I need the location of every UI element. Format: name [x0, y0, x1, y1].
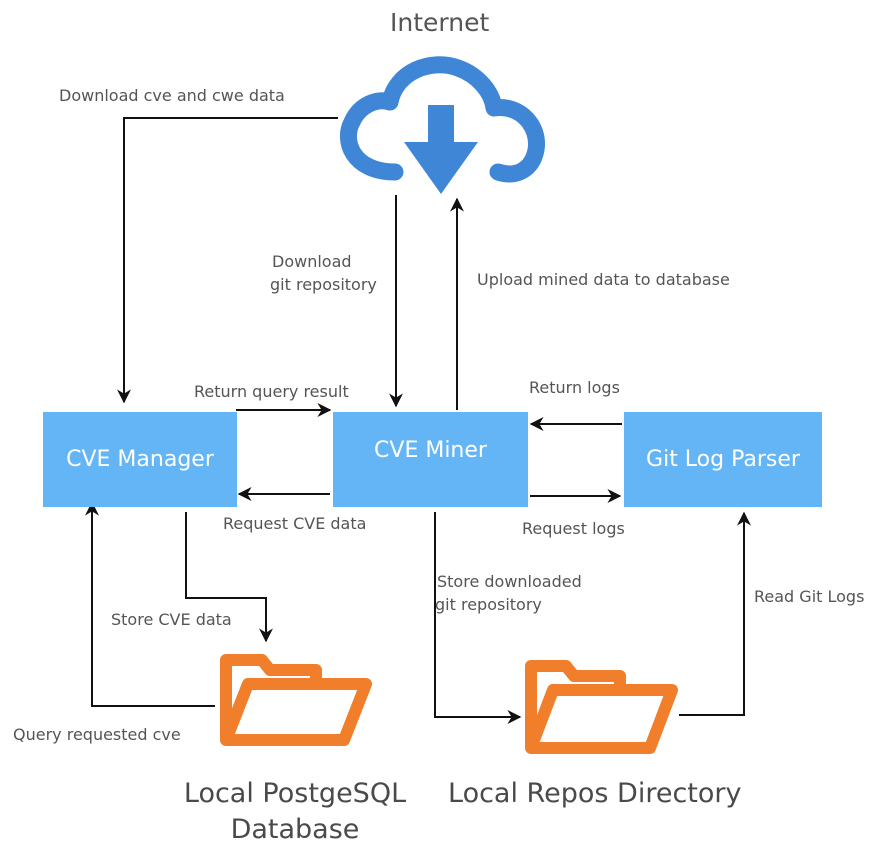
cve-manager-node: CVE Manager: [43, 412, 237, 507]
postgres-caption: Local PostgeSQL Database: [176, 776, 414, 848]
repos-caption: Local Repos Directory: [448, 778, 742, 809]
edge-label-store-repo-2: git repository: [435, 595, 542, 614]
cve-miner-node: CVE Miner: [333, 412, 528, 507]
edge-label-upload-mined: Upload mined data to database: [477, 270, 730, 289]
edge-query-cve: [85, 501, 215, 707]
cve-miner-label: CVE Miner: [374, 438, 487, 463]
edge-store-cve: [185, 512, 273, 643]
cve-manager-label: CVE Manager: [66, 447, 214, 472]
edge-label-return-logs: Return logs: [529, 378, 620, 397]
edge-label-store-cve: Store CVE data: [111, 610, 232, 629]
edge-label-request-logs: Request logs: [522, 519, 625, 538]
folder-icon-repos: [525, 660, 678, 754]
cloud-download-icon: [340, 56, 545, 194]
postgres-caption-line2: Database: [230, 814, 360, 845]
edge-store-repo: [434, 512, 522, 724]
git-log-parser-node: Git Log Parser: [624, 412, 822, 507]
edge-label-download-git-2: git repository: [270, 275, 377, 294]
edge-label-download-git-1: Download: [272, 252, 352, 271]
edge-label-store-repo-1: Store downloaded: [437, 572, 582, 591]
edge-label-query-cve: Query requested cve: [13, 725, 181, 744]
folder-icon-postgres: [220, 654, 372, 746]
postgres-caption-line1: Local PostgeSQL: [183, 778, 407, 809]
edge-read-git-logs: [679, 511, 751, 716]
edge-label-request-cve: Request CVE data: [223, 514, 367, 533]
internet-label: Internet: [390, 8, 490, 37]
edge-label-read-git-logs: Read Git Logs: [754, 587, 865, 606]
edge-download-cve: [117, 117, 338, 404]
edge-label-download-cve: Download cve and cwe data: [59, 86, 285, 105]
git-log-parser-label: Git Log Parser: [646, 447, 800, 472]
edge-label-return-query: Return query result: [194, 382, 349, 401]
